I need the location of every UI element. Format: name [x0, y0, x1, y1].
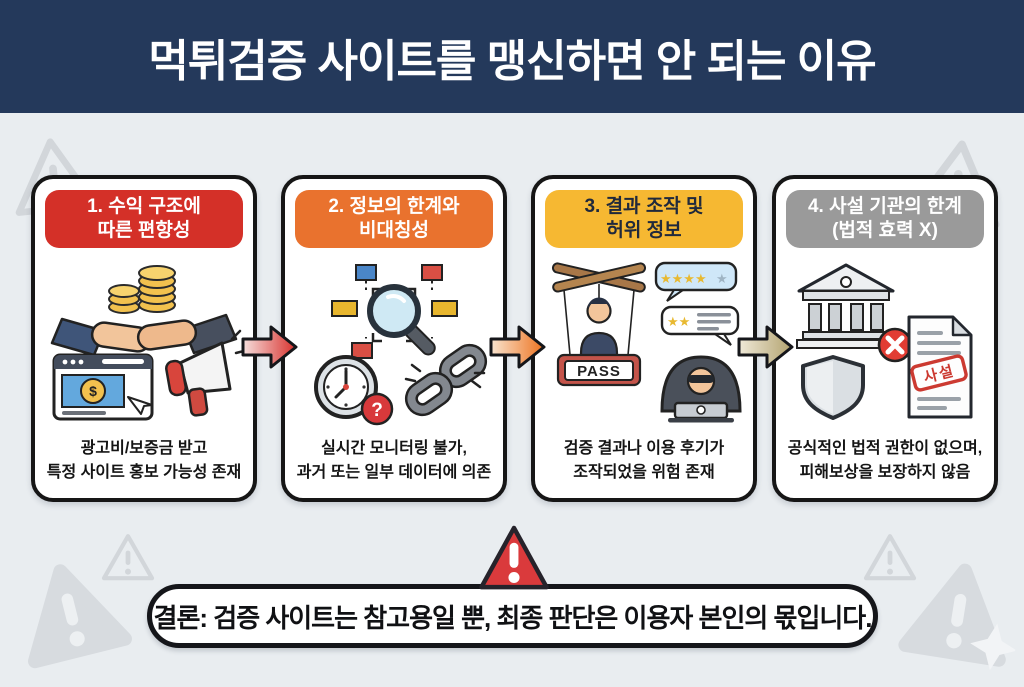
- flow-arrow-icon: [489, 325, 546, 369]
- data-search-icon: [331, 263, 458, 359]
- card2-caption-line1: 실시간 모니터링 불가,: [321, 440, 467, 457]
- card3-title-line2: 허위 정보: [606, 220, 682, 241]
- card1-illustration: $: [44, 248, 244, 437]
- card1-caption-line1: 광고비/보증금 받고: [80, 440, 208, 457]
- card2-illustration: ?: [294, 248, 494, 437]
- clock-question-icon: ?: [314, 354, 394, 425]
- card4-title-line1: 4. 사설 기관의 한계: [807, 195, 963, 217]
- card3-caption: 검증 결과나 이용 후기가 조작되었을 위험 존재: [564, 437, 725, 485]
- card-private-org-limits: 4. 사설 기관의 한계 (법적 효력 X): [772, 175, 998, 502]
- broken-link-icon: [404, 343, 488, 416]
- card4-illustration: 사설: [785, 248, 985, 437]
- card2-title-line1: 2. 정보의 한계와: [328, 195, 460, 217]
- hacker-icon: [660, 354, 742, 422]
- card4-caption-line1: 공식적인 법적 권한이 없으며,: [787, 440, 983, 457]
- card1-header-pill: 1. 수익 구조에 따른 편향성: [45, 190, 243, 248]
- header-banner: 먹튀검증 사이트를 맹신하면 안 되는 이유: [0, 0, 1024, 113]
- flow-arrow-icon: [241, 325, 298, 369]
- card-data-limits: 2. 정보의 한계와 비대칭성: [281, 175, 507, 502]
- megaphone-icon: [165, 329, 244, 417]
- card4-caption-line2: 피해보상을 보장하지 않음: [799, 464, 971, 481]
- card2-title-line2: 비대칭성: [359, 220, 429, 241]
- puppet-icon: PASS: [551, 261, 647, 386]
- alert-warning-triangle-icon: [479, 525, 549, 590]
- page-title: 먹튀검증 사이트를 맹신하면 안 되는 이유: [148, 36, 876, 86]
- card3-illustration: PASS ★★★★ ★ ★★: [544, 248, 744, 437]
- card3-header-pill: 3. 결과 조작 및 허위 정보: [545, 190, 743, 248]
- pass-sign-label: PASS: [577, 363, 621, 380]
- card1-title-line1: 1. 수익 구조에: [87, 195, 201, 217]
- card2-header-pill: 2. 정보의 한계와 비대칭성: [295, 190, 493, 248]
- card-revenue-bias: 1. 수익 구조에 따른 편향성: [31, 175, 257, 502]
- card1-caption: 광고비/보증금 받고 특정 사이트 홍보 가능성 존재: [47, 437, 241, 485]
- gold-stars-2: ★★: [667, 314, 690, 329]
- card4-header-pill: 4. 사설 기관의 한계 (법적 효력 X): [786, 190, 984, 248]
- warning-triangle-icon: [863, 534, 917, 581]
- card3-caption-line1: 검증 결과나 이용 후기가: [563, 440, 725, 457]
- card2-caption: 실시간 모니터링 불가, 과거 또는 일부 데이터에 의존: [297, 437, 491, 485]
- card3-title-line1: 3. 결과 조작 및: [584, 195, 704, 217]
- coins-icon: [108, 264, 176, 314]
- dollar-symbol: $: [89, 383, 97, 399]
- card1-caption-line2: 특정 사이트 홍보 가능성 존재: [46, 464, 242, 481]
- handshake-icon: [50, 313, 238, 356]
- warning-triangle-icon: [27, 564, 132, 669]
- card3-caption-line2: 조작되었을 위험 존재: [573, 464, 715, 481]
- ad-browser-icon: $: [52, 353, 154, 420]
- card-fake-results: 3. 결과 조작 및 허위 정보 PASS ★★★★ ★: [531, 175, 757, 502]
- bank-x-icon: [796, 263, 913, 362]
- question-symbol: ?: [371, 400, 383, 421]
- shield-icon: [801, 354, 865, 420]
- card2-caption-line2: 과거 또는 일부 데이터에 의존: [296, 464, 492, 481]
- sparkle-icon: [970, 623, 1017, 671]
- card4-caption: 공식적인 법적 권한이 없으며, 피해보상을 보장하지 않음: [788, 437, 982, 485]
- warning-triangle-icon: [101, 534, 155, 581]
- card4-title-line2: (법적 효력 X): [832, 220, 938, 241]
- gray-star: ★: [716, 271, 728, 286]
- card1-title-line2: 따른 편향성: [97, 220, 191, 241]
- flow-arrow-icon: [737, 325, 794, 369]
- gold-stars: ★★★★: [660, 271, 707, 286]
- conclusion-text: 결론: 검증 사이트는 참고용일 뿐, 최종 판단은 이용자 본인의 몫입니다.: [153, 602, 873, 633]
- cursor-icon: [127, 395, 153, 415]
- warning-triangle-icon: [898, 563, 1017, 671]
- private-stamp-document-icon: 사설: [907, 315, 973, 418]
- review-stars-icon: ★★★★ ★ ★★: [654, 261, 740, 346]
